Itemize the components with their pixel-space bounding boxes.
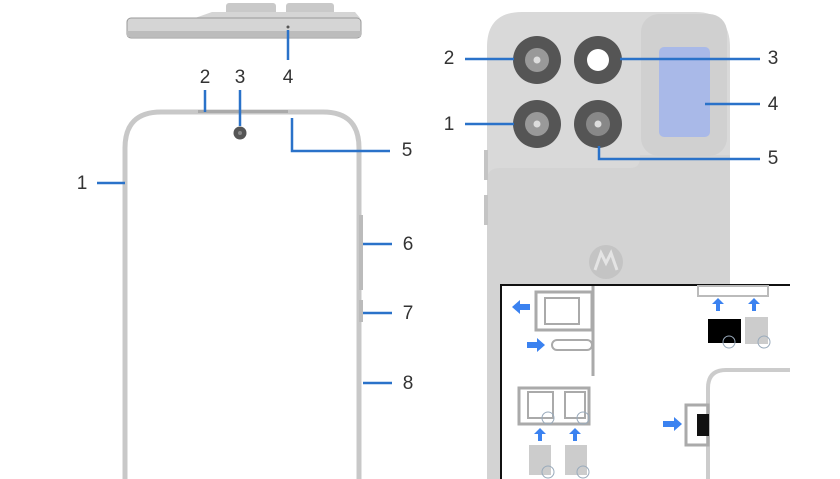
top-edge-view bbox=[126, 3, 362, 39]
arrow-left-icon bbox=[512, 300, 530, 314]
callout-back-3: 3 bbox=[768, 48, 779, 69]
callout-front-2: 2 bbox=[200, 67, 211, 88]
microphone-hole bbox=[286, 25, 290, 29]
arrow-right-icon bbox=[527, 338, 545, 352]
callout-back-4: 4 bbox=[768, 94, 779, 115]
sim-card bbox=[745, 317, 768, 344]
callout-top-4: 4 bbox=[283, 67, 294, 88]
callout-front-7: 7 bbox=[403, 303, 414, 324]
callout-back-1: 1 bbox=[444, 114, 455, 135]
camera-lens-2 bbox=[513, 36, 561, 84]
callout-front-8: 8 bbox=[403, 373, 414, 394]
callout-front-5: 5 bbox=[402, 140, 413, 161]
callout-back-5: 5 bbox=[768, 148, 779, 169]
motorola-logo bbox=[589, 245, 623, 279]
callout-front-1: 1 bbox=[77, 173, 88, 194]
callout-front-3: 3 bbox=[235, 67, 246, 88]
power-button bbox=[359, 300, 363, 322]
front-view bbox=[122, 109, 363, 479]
microsd-card bbox=[708, 319, 741, 343]
callout-back-2: 2 bbox=[444, 48, 455, 69]
sim-eject-pin bbox=[551, 339, 593, 351]
camera-lens-3 bbox=[574, 36, 622, 84]
camera-lens-1 bbox=[513, 100, 561, 148]
flash-panel bbox=[659, 47, 710, 137]
sim-tray-inset bbox=[500, 284, 791, 479]
volume-button bbox=[359, 215, 363, 290]
camera-lens-5 bbox=[574, 100, 622, 148]
callout-front-6: 6 bbox=[403, 234, 414, 255]
